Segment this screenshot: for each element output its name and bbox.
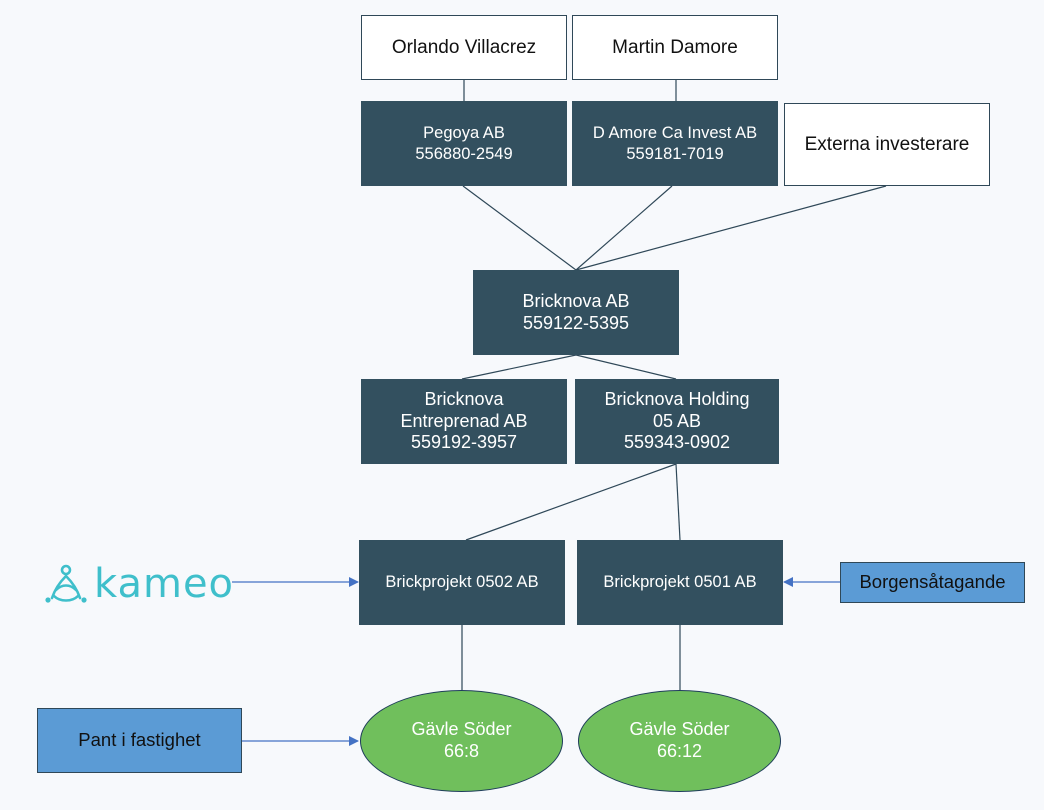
bricknova-entreprenad-box: Bricknova Entreprenad AB 559192-3957: [361, 379, 567, 464]
connector-holding-projekt-0502: [465, 463, 677, 541]
connector-bricknova-entreprenad: [461, 354, 577, 380]
connector-damore-invest-bricknova: [575, 185, 673, 271]
entreprenad-name-2: Entreprenad AB: [400, 410, 528, 431]
gavle-8-name: Gävle Söder: [411, 719, 512, 740]
holding-name-1: Bricknova Holding: [604, 388, 750, 409]
damore-invest-org-number: 559181-7019: [626, 144, 724, 163]
pegoya-org-number: 556880-2549: [415, 144, 513, 163]
entreprenad-name-1: Bricknova: [424, 388, 504, 409]
brickprojekt-0502-box: Brickprojekt 0502 AB: [359, 540, 565, 625]
holding-org-number: 559343-0902: [623, 432, 731, 453]
gavle-12-parcel: 66:12: [656, 741, 703, 761]
borgen-label: Borgensåtagande: [859, 571, 1006, 593]
entreprenad-org-number: 559192-3957: [410, 432, 518, 453]
externa-label: Externa investerare: [804, 133, 970, 155]
holding-name-2: 05 AB: [652, 410, 702, 431]
damore-invest-box: D Amore Ca Invest AB 559181-7019: [572, 101, 778, 186]
pegoya-name: Pegoya AB: [423, 124, 505, 143]
martin-name: Martin Damore: [612, 36, 738, 58]
martin-damore-box: Martin Damore: [572, 15, 778, 80]
connector-holding-projekt-0501: [675, 463, 681, 541]
bricknova-org-number: 559122-5395: [522, 312, 630, 333]
gavle-soder-66-12-ellipse: Gävle Söder 66:12: [578, 690, 781, 792]
kameo-icon: [45, 564, 87, 603]
pant-label: Pant i fastighet: [78, 729, 201, 751]
brickprojekt-0501-box: Brickprojekt 0501 AB: [577, 540, 783, 625]
orlando-villacrez-box: Orlando Villacrez: [361, 15, 567, 80]
projekt-0501-name: Brickprojekt 0501 AB: [603, 573, 757, 592]
connector-externa-bricknova: [575, 185, 887, 271]
externa-investerare-box: Externa investerare: [784, 103, 990, 186]
connector-bricknova-holding: [575, 354, 677, 380]
borgensatagande-box: Borgensåtagande: [840, 562, 1025, 603]
gavle-12-name: Gävle Söder: [629, 719, 730, 740]
gavle-8-parcel: 66:8: [443, 741, 480, 761]
pegoya-ab-box: Pegoya AB 556880-2549: [361, 101, 567, 186]
pant-i-fastighet-box: Pant i fastighet: [37, 708, 242, 773]
bricknova-ab-box: Bricknova AB 559122-5395: [473, 270, 679, 355]
kameo-logo: kameo: [44, 562, 234, 606]
orlando-name: Orlando Villacrez: [391, 36, 537, 58]
bricknova-name: Bricknova AB: [522, 290, 630, 311]
damore-invest-name: D Amore Ca Invest AB: [592, 124, 758, 143]
projekt-0502-name: Brickprojekt 0502 AB: [385, 573, 539, 592]
kameo-wordmark: kameo: [94, 561, 235, 607]
gavle-soder-66-8-ellipse: Gävle Söder 66:8: [360, 690, 563, 792]
connector-pegoya-bricknova: [462, 185, 577, 271]
bricknova-holding-box: Bricknova Holding 05 AB 559343-0902: [575, 379, 779, 464]
